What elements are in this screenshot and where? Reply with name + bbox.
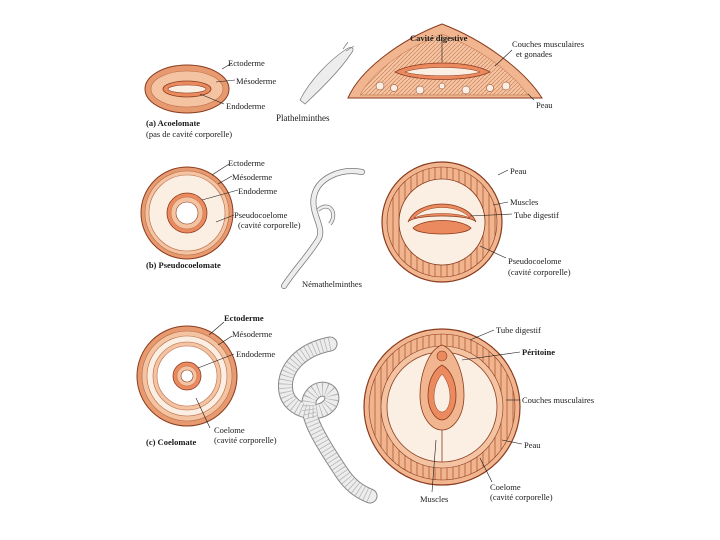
label-muscle-layers-gonads: Couches musculaires <box>512 39 584 49</box>
label-peritoneum: Péritoine <box>522 347 556 357</box>
earthworm-illustration <box>277 336 378 504</box>
caption-acoelomate: (a) Acoelomate <box>146 118 201 128</box>
earthworm-cross-section <box>363 328 523 493</box>
label-ectoderm-c: Ectoderme <box>224 313 264 323</box>
label-endoderm-b: Endoderme <box>238 186 278 196</box>
label-mesoderm-b: Mésoderme <box>232 172 273 182</box>
label-digestive-cavity: Cavité digestive <box>410 33 468 43</box>
label-mesoderm-a: Mésoderme <box>236 76 277 86</box>
coelomate-cross-section <box>136 321 238 429</box>
roundworm-cross-section <box>381 161 513 283</box>
label-muscle-layers-c: Couches musculaires <box>522 395 594 405</box>
label-muscle-c: Muscles <box>420 494 449 504</box>
label-skin-a: Peau <box>536 100 553 110</box>
label-skin-c: Peau <box>524 440 541 450</box>
label-endoderm-a: Endoderme <box>226 101 266 111</box>
label-coelom-c-sub: (cavité corporelle) <box>214 435 277 445</box>
caption-coelomate: (c) Coelomate <box>146 437 197 447</box>
label-pseudocoelom-section: Pseudocoelome <box>508 256 562 266</box>
label-ectoderm-a: Ectoderme <box>228 58 265 68</box>
label-digestive-tube-b: Tube digestif <box>514 210 559 220</box>
label-muscle-b: Muscles <box>510 197 539 207</box>
label-pseudocoelom-b-sub: (cavité corporelle) <box>238 220 301 230</box>
label-ectoderm-b: Ectoderme <box>228 158 265 168</box>
label-coelom-c: Coelome <box>214 425 245 435</box>
flatworm-illustration <box>299 41 355 105</box>
label-skin-b: Peau <box>510 166 527 176</box>
pseudocoelomate-cross-section <box>140 163 239 260</box>
label-endoderm-c: Endoderme <box>236 349 276 359</box>
label-coelom-section: Coelome <box>490 482 521 492</box>
phylum-platyhelminthes: Plathelminthes <box>276 113 330 123</box>
label-digestive-tube-c: Tube digestif <box>496 325 541 335</box>
label-mesoderm-c: Mésoderme <box>232 329 273 339</box>
phylum-nemathelminthes: Némathelminthes <box>302 279 362 289</box>
label-pseudocoelom-section-sub: (cavité corporelle) <box>508 267 571 277</box>
label-muscle-layers-gonads-2: et gonades <box>516 49 553 59</box>
label-coelom-section-sub: (cavité corporelle) <box>490 492 553 502</box>
flatworm-cross-section <box>347 23 543 101</box>
caption-pseudocoelomate: (b) Pseudocoelomate <box>146 260 221 270</box>
caption-acoelomate-sub: (pas de cavité corporelle) <box>146 129 233 139</box>
acoelomate-cross-section <box>144 62 236 114</box>
label-pseudocoelom-b: Pseudocoelome <box>234 210 288 220</box>
roundworm-illustration <box>281 168 365 289</box>
